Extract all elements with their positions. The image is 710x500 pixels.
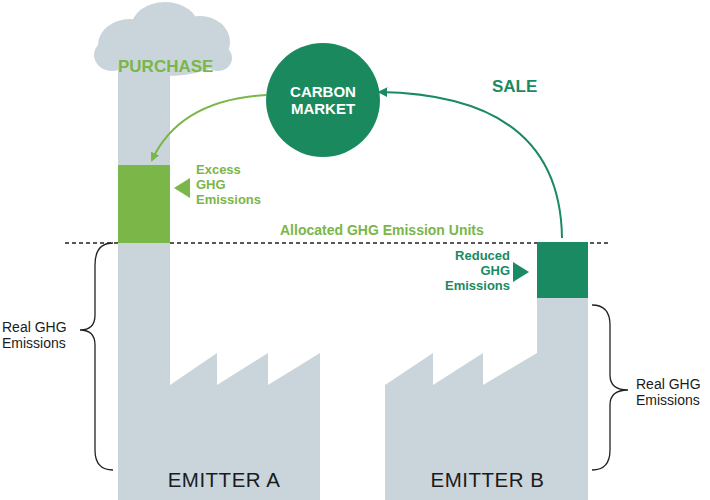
node-text: CARBON MARKET <box>273 83 373 118</box>
node-text: EMITTER B <box>385 468 590 492</box>
brace <box>592 305 628 470</box>
pointer-triangle <box>513 262 529 282</box>
edge-label: SALE <box>490 76 539 98</box>
factory-outline <box>118 243 320 500</box>
line-label: Allocated GHG Emission Units <box>280 222 480 238</box>
factory-emitter-a: EMITTER A <box>118 160 330 500</box>
circle-outline <box>266 43 380 157</box>
callout-text: Excess GHG Emissions <box>196 163 271 208</box>
edge-label: PURCHASE <box>118 57 213 77</box>
brace-label: Real GHG Emissions <box>636 376 708 408</box>
smoke-cloud <box>94 2 232 76</box>
brace-label: Real GHG Emissions <box>2 319 76 351</box>
market-circle: CARBON MARKET <box>266 43 380 157</box>
excess-block <box>118 165 170 243</box>
brace <box>80 243 113 470</box>
reduced-block <box>537 242 588 298</box>
node-text: EMITTER A <box>118 468 330 492</box>
flow-arrow <box>379 92 562 238</box>
callout-text: Reduced GHG Emissions <box>436 249 510 294</box>
pointer-triangle <box>174 178 190 198</box>
node-shape <box>118 160 330 500</box>
flow-arrow <box>152 95 266 160</box>
